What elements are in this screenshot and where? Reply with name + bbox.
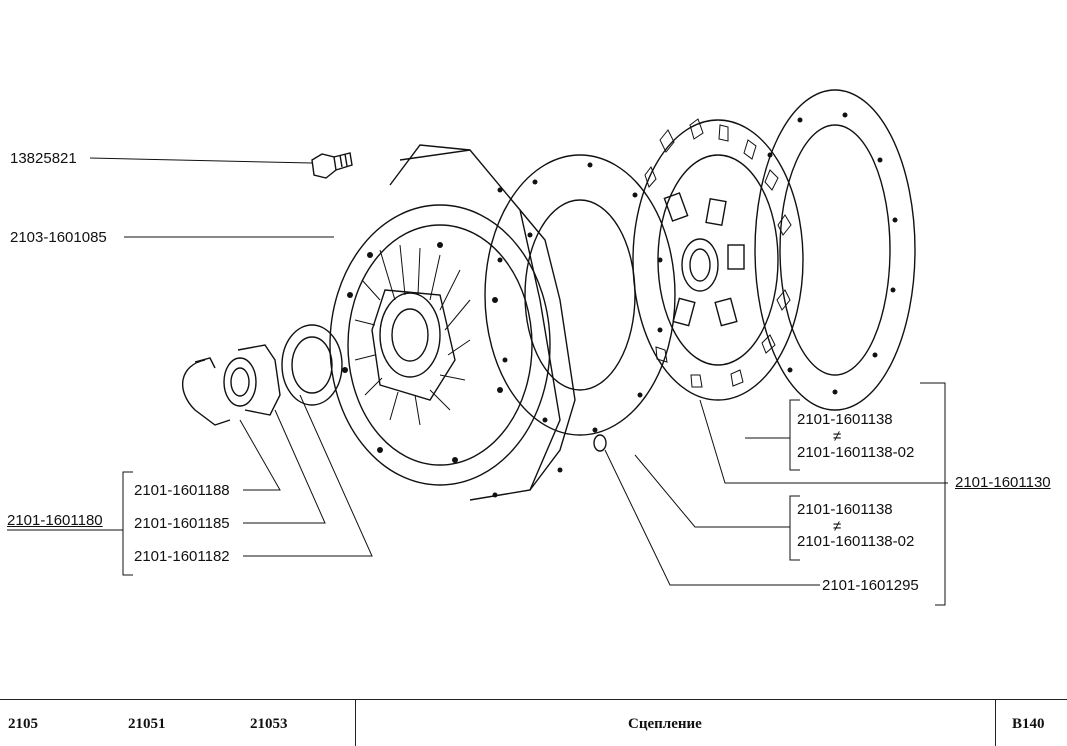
divider: [355, 700, 356, 746]
disc-group-part-number: 2101-1601130: [955, 474, 1051, 491]
section-title: Сцепление: [628, 716, 702, 732]
page-code: B140: [1012, 716, 1045, 732]
title-block: 2105 21051 21053 Сцепление B140: [0, 699, 1067, 746]
leader-lines: [7, 157, 948, 606]
bearing-sleeve-part-number: 2101-1601185: [134, 515, 230, 532]
clutch-disc-part: [632, 118, 804, 401]
model-2105: 2105: [8, 716, 38, 732]
release-bearing-part: [182, 324, 343, 426]
lining-a1-part-number: 2101-1601138: [797, 411, 893, 428]
model-21053: 21053: [250, 716, 288, 732]
lining-b2-part-number: 2101-1601138-02: [797, 533, 915, 550]
clip-part-number: 2101-1601188: [134, 482, 230, 499]
divider: [995, 700, 996, 746]
bolt-part: [311, 152, 353, 179]
lining-b1-part-number: 2101-1601138: [797, 501, 893, 518]
model-21051: 21051: [128, 716, 166, 732]
not-equal-sign-b: ≠: [833, 518, 842, 535]
pressure-plate-part: [329, 144, 576, 501]
lining-a2-part-number: 2101-1601138-02: [797, 444, 915, 461]
release-group-part-number: 2101-1601180: [7, 512, 103, 529]
bolt-part-number: 13825821: [10, 150, 77, 167]
rivet-part-number: 2101-1601295: [822, 577, 919, 594]
clutch-exploded-diagram: [7, 89, 948, 606]
friction-ring-part: [484, 154, 676, 452]
outer-ring-part: [754, 89, 916, 411]
not-equal-sign-a: ≠: [833, 428, 842, 445]
bearing-part-number: 2101-1601182: [134, 548, 230, 565]
pressure-plate-part-number: 2103-1601085: [10, 229, 107, 246]
